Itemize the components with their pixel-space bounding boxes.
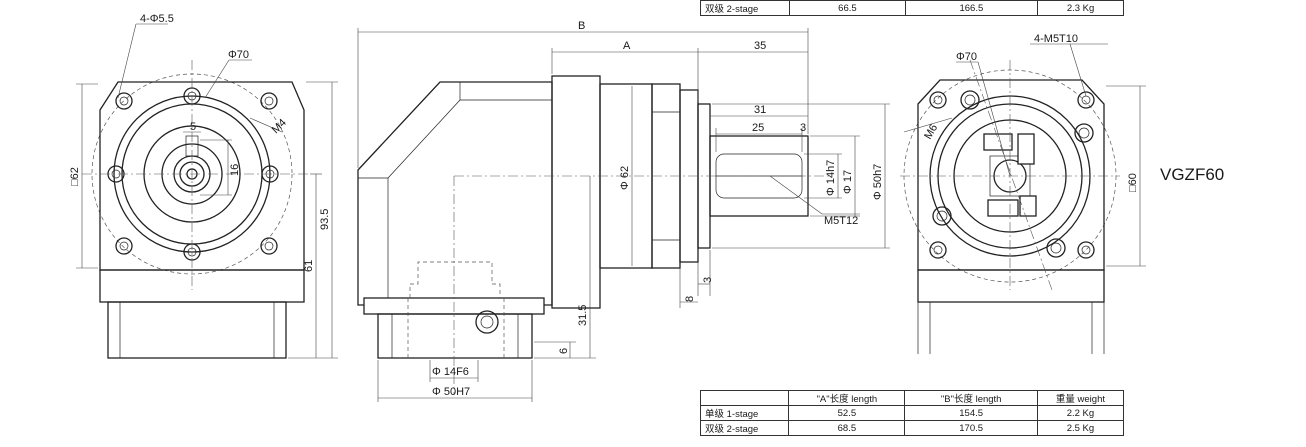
label-phi-14h7: Φ 14h7 [825,160,837,196]
table-row: 双级 2-stage 66.5 166.5 2.3 Kg [699,0,1124,16]
label-dim-3-top: 3 [800,122,806,134]
table-cell: 2.5 Kg [1036,420,1125,436]
label-m5t12: M5T12 [824,215,858,227]
label-square-62: □62 [69,167,81,186]
label-phi-17: Φ 17 [842,170,854,194]
label-pcd-right: Φ70 [956,51,977,63]
label-dim-93-5: 93.5 [319,209,331,230]
label-phi-50h7: Φ 50h7 [872,164,884,200]
table-cell: 52.5 [788,405,906,421]
table-row: 双级 2-stage 68.5 170.5 2.5 Kg [699,420,1125,436]
label-holes-right: 4-M5T10 [1034,33,1078,45]
table-cell: 154.5 [904,405,1038,421]
table-header [699,390,790,406]
label-dim-3-bottom: 3 [702,277,714,283]
label-dim-m4: M4 [270,117,289,136]
table-cell: 170.5 [904,420,1038,436]
label-phi-14f6: Φ 14F6 [432,366,469,378]
table-cell: 2.3 Kg [1037,0,1124,16]
label-dim-16: 16 [229,164,241,176]
table-cell: 68.5 [788,420,906,436]
label-dim-a: A [623,40,631,52]
label-holes-front: 4-Φ5.5 [140,13,174,25]
front-view: 4-Φ5.5 Φ70 5 16 M4 □62 93.5 61 [69,13,338,359]
rear-view: Φ70 4-M5T10 □60 M6 VGZF60 [900,33,1224,354]
table-header: 重量 weight [1036,390,1125,406]
label-dim-31-5: 31.5 [577,305,589,326]
bottom-spec-table: "A"长度 length "B"长度 length 重量 weight 单级 1… [699,390,1125,436]
table-cell: 双级 2-stage [699,420,790,436]
label-pcd-front: Φ70 [228,49,249,61]
label-dim-25: 25 [752,122,764,134]
table-cell: 166.5 [904,0,1039,16]
label-dim-35: 35 [754,40,766,52]
table-cell: 66.5 [789,0,906,16]
label-dim-b: B [578,20,585,32]
top-spec-table: 双级 2-stage 66.5 166.5 2.3 Kg [699,0,1124,16]
label-dim-6: 6 [558,348,570,354]
label-dim-5: 5 [190,121,196,133]
label-dim-31: 31 [754,104,766,116]
side-view: B A 35 31 25 3 Φ 62 Φ 14h7 Φ 17 Φ 50h7 M… [357,20,890,402]
label-phi-62: Φ 62 [619,166,631,190]
model-label: VGZF60 [1160,165,1224,184]
table-row: 单级 1-stage 52.5 154.5 2.2 Kg [699,405,1125,421]
table-header: "B"长度 length [904,390,1038,406]
table-header-row: "A"长度 length "B"长度 length 重量 weight [699,390,1125,406]
label-dim-m6: M6 [922,122,940,141]
label-phi-50h7-bottom: Φ 50H7 [432,386,470,398]
table-cell: 2.2 Kg [1036,405,1125,421]
table-cell: 单级 1-stage [699,405,790,421]
label-dim-61: 61 [303,260,315,272]
label-dim-8: 8 [684,296,696,302]
table-cell: 双级 2-stage [699,0,791,16]
label-square-60: □60 [1127,173,1139,192]
table-header: "A"长度 length [788,390,906,406]
